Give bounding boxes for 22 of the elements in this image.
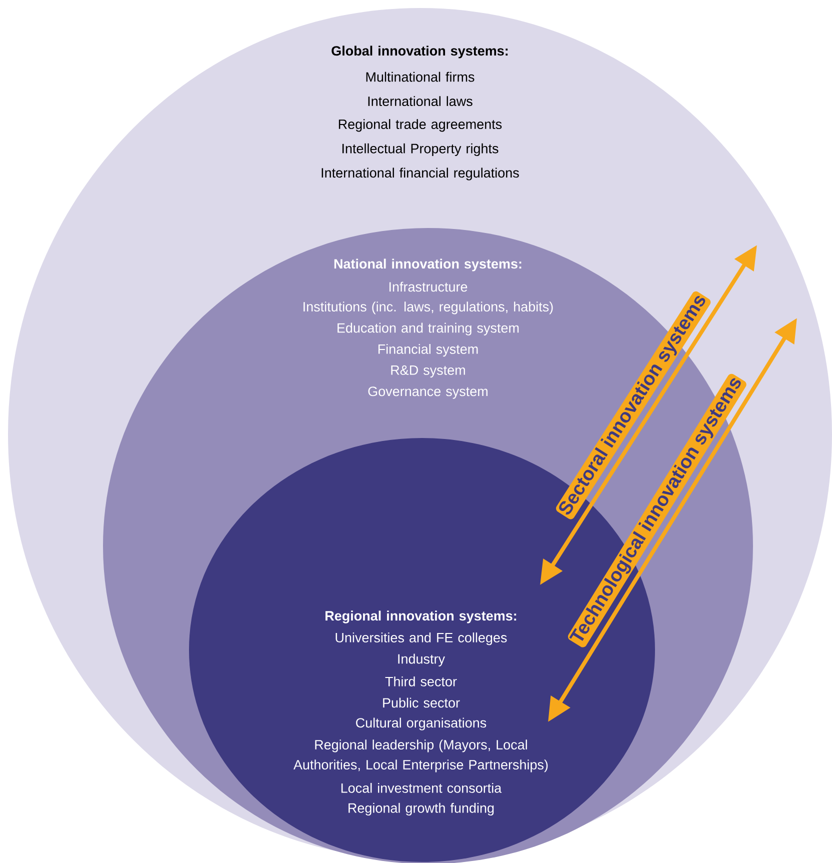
list-item: International financial regulations: [322, 168, 519, 180]
list-item: Infrastructure: [389, 282, 468, 292]
list-item: R&D system: [391, 365, 465, 378]
list-item: Financial system: [378, 344, 478, 357]
list-item: Regional growth funding: [348, 802, 494, 816]
list-item: Industry: [398, 654, 445, 666]
list-item: Intellectual Property rights: [342, 143, 498, 156]
list-item: Cultural organisations: [356, 718, 486, 730]
list-item: Local investment consortia: [341, 782, 502, 793]
heading: Regional innovation systems:: [326, 610, 516, 624]
heading: Global innovation systems:: [332, 46, 508, 58]
heading: National innovation systems:: [334, 258, 522, 272]
list-item: Multinational firms: [366, 72, 474, 82]
list-item: Universities and FE colleges: [336, 632, 507, 646]
list-item: International laws: [368, 96, 472, 106]
list-item: Public sector: [383, 698, 460, 708]
list-item: Education and training system: [338, 322, 519, 336]
list-item: Governance system: [368, 386, 488, 399]
list-item: Third sector: [385, 676, 457, 686]
list-item: Institutions (inc. laws, regulations, habits): [304, 302, 553, 314]
list-item: Regional leadership (Mayors, Local Authorities, Local Enterprise Partnerships): [293, 740, 548, 772]
list-item: Regional trade agreements: [338, 119, 502, 132]
